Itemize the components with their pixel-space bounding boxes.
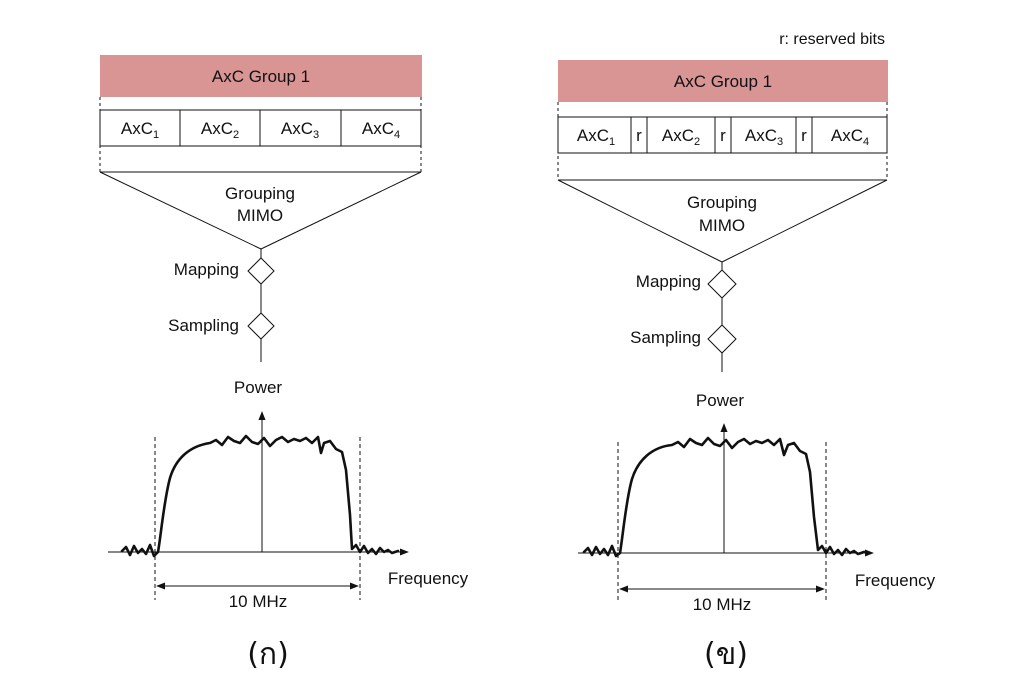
panel-caption: (ข) xyxy=(704,637,748,672)
sampling-diamond xyxy=(707,324,737,354)
mimo-label: MIMO xyxy=(699,216,745,235)
axc-cell: AxC2 xyxy=(201,119,239,141)
panel-b: AxC Group 1 AxC1 r AxC2 r AxC3 r AxC4 Gr… xyxy=(557,60,936,672)
bandwidth-label: 10 MHz xyxy=(693,595,752,614)
reserved-bits-note: r: reserved bits xyxy=(779,31,885,48)
axc-cell: AxC3 xyxy=(745,126,783,148)
spectrum-curve xyxy=(120,434,400,558)
reserved-cell: r xyxy=(720,126,726,145)
axc-cell: AxC1 xyxy=(577,126,615,148)
panel-caption: (ก) xyxy=(247,637,289,672)
axc-cell: AxC3 xyxy=(281,119,319,141)
reserved-cell: r xyxy=(636,126,642,145)
group-header-label: AxC Group 1 xyxy=(674,72,772,91)
spectrum-curve xyxy=(582,436,866,558)
power-axis-label: Power xyxy=(234,378,283,397)
mapping-diamond xyxy=(247,257,275,285)
axc-cell-row: AxC1 AxC2 AxC3 AxC4 xyxy=(99,109,422,147)
mimo-label: MIMO xyxy=(237,206,283,225)
mapping-label: Mapping xyxy=(636,272,701,291)
mapping-diamond xyxy=(707,269,737,299)
group-header xyxy=(558,60,888,102)
grouping-label: Grouping xyxy=(225,184,295,203)
reserved-cell: r xyxy=(801,126,807,145)
grouping-label: Grouping xyxy=(687,193,757,212)
grouping-funnel xyxy=(557,179,888,263)
frequency-axis-label: Frequency xyxy=(388,569,469,588)
mapping-label: Mapping xyxy=(174,260,239,279)
axc-cell: AxC2 xyxy=(662,126,700,148)
sampling-label: Sampling xyxy=(630,328,701,347)
sampling-label: Sampling xyxy=(168,316,239,335)
panel-a: AxC Group 1 AxC1 AxC2 AxC3 AxC4 Grouping… xyxy=(99,55,469,672)
group-header-label: AxC Group 1 xyxy=(212,67,310,86)
axc-cell: AxC4 xyxy=(362,119,400,141)
axc-cell: AxC4 xyxy=(831,126,869,148)
bandwidth-label: 10 MHz xyxy=(229,592,288,611)
power-axis-label: Power xyxy=(696,391,745,410)
frequency-axis-label: Frequency xyxy=(855,571,936,590)
axc-cell-row: AxC1 r AxC2 r AxC3 r AxC4 xyxy=(557,116,888,154)
axc-cell: AxC1 xyxy=(121,119,159,141)
sampling-diamond xyxy=(247,312,275,340)
group-header xyxy=(100,55,422,97)
grouping-funnel xyxy=(99,171,422,250)
